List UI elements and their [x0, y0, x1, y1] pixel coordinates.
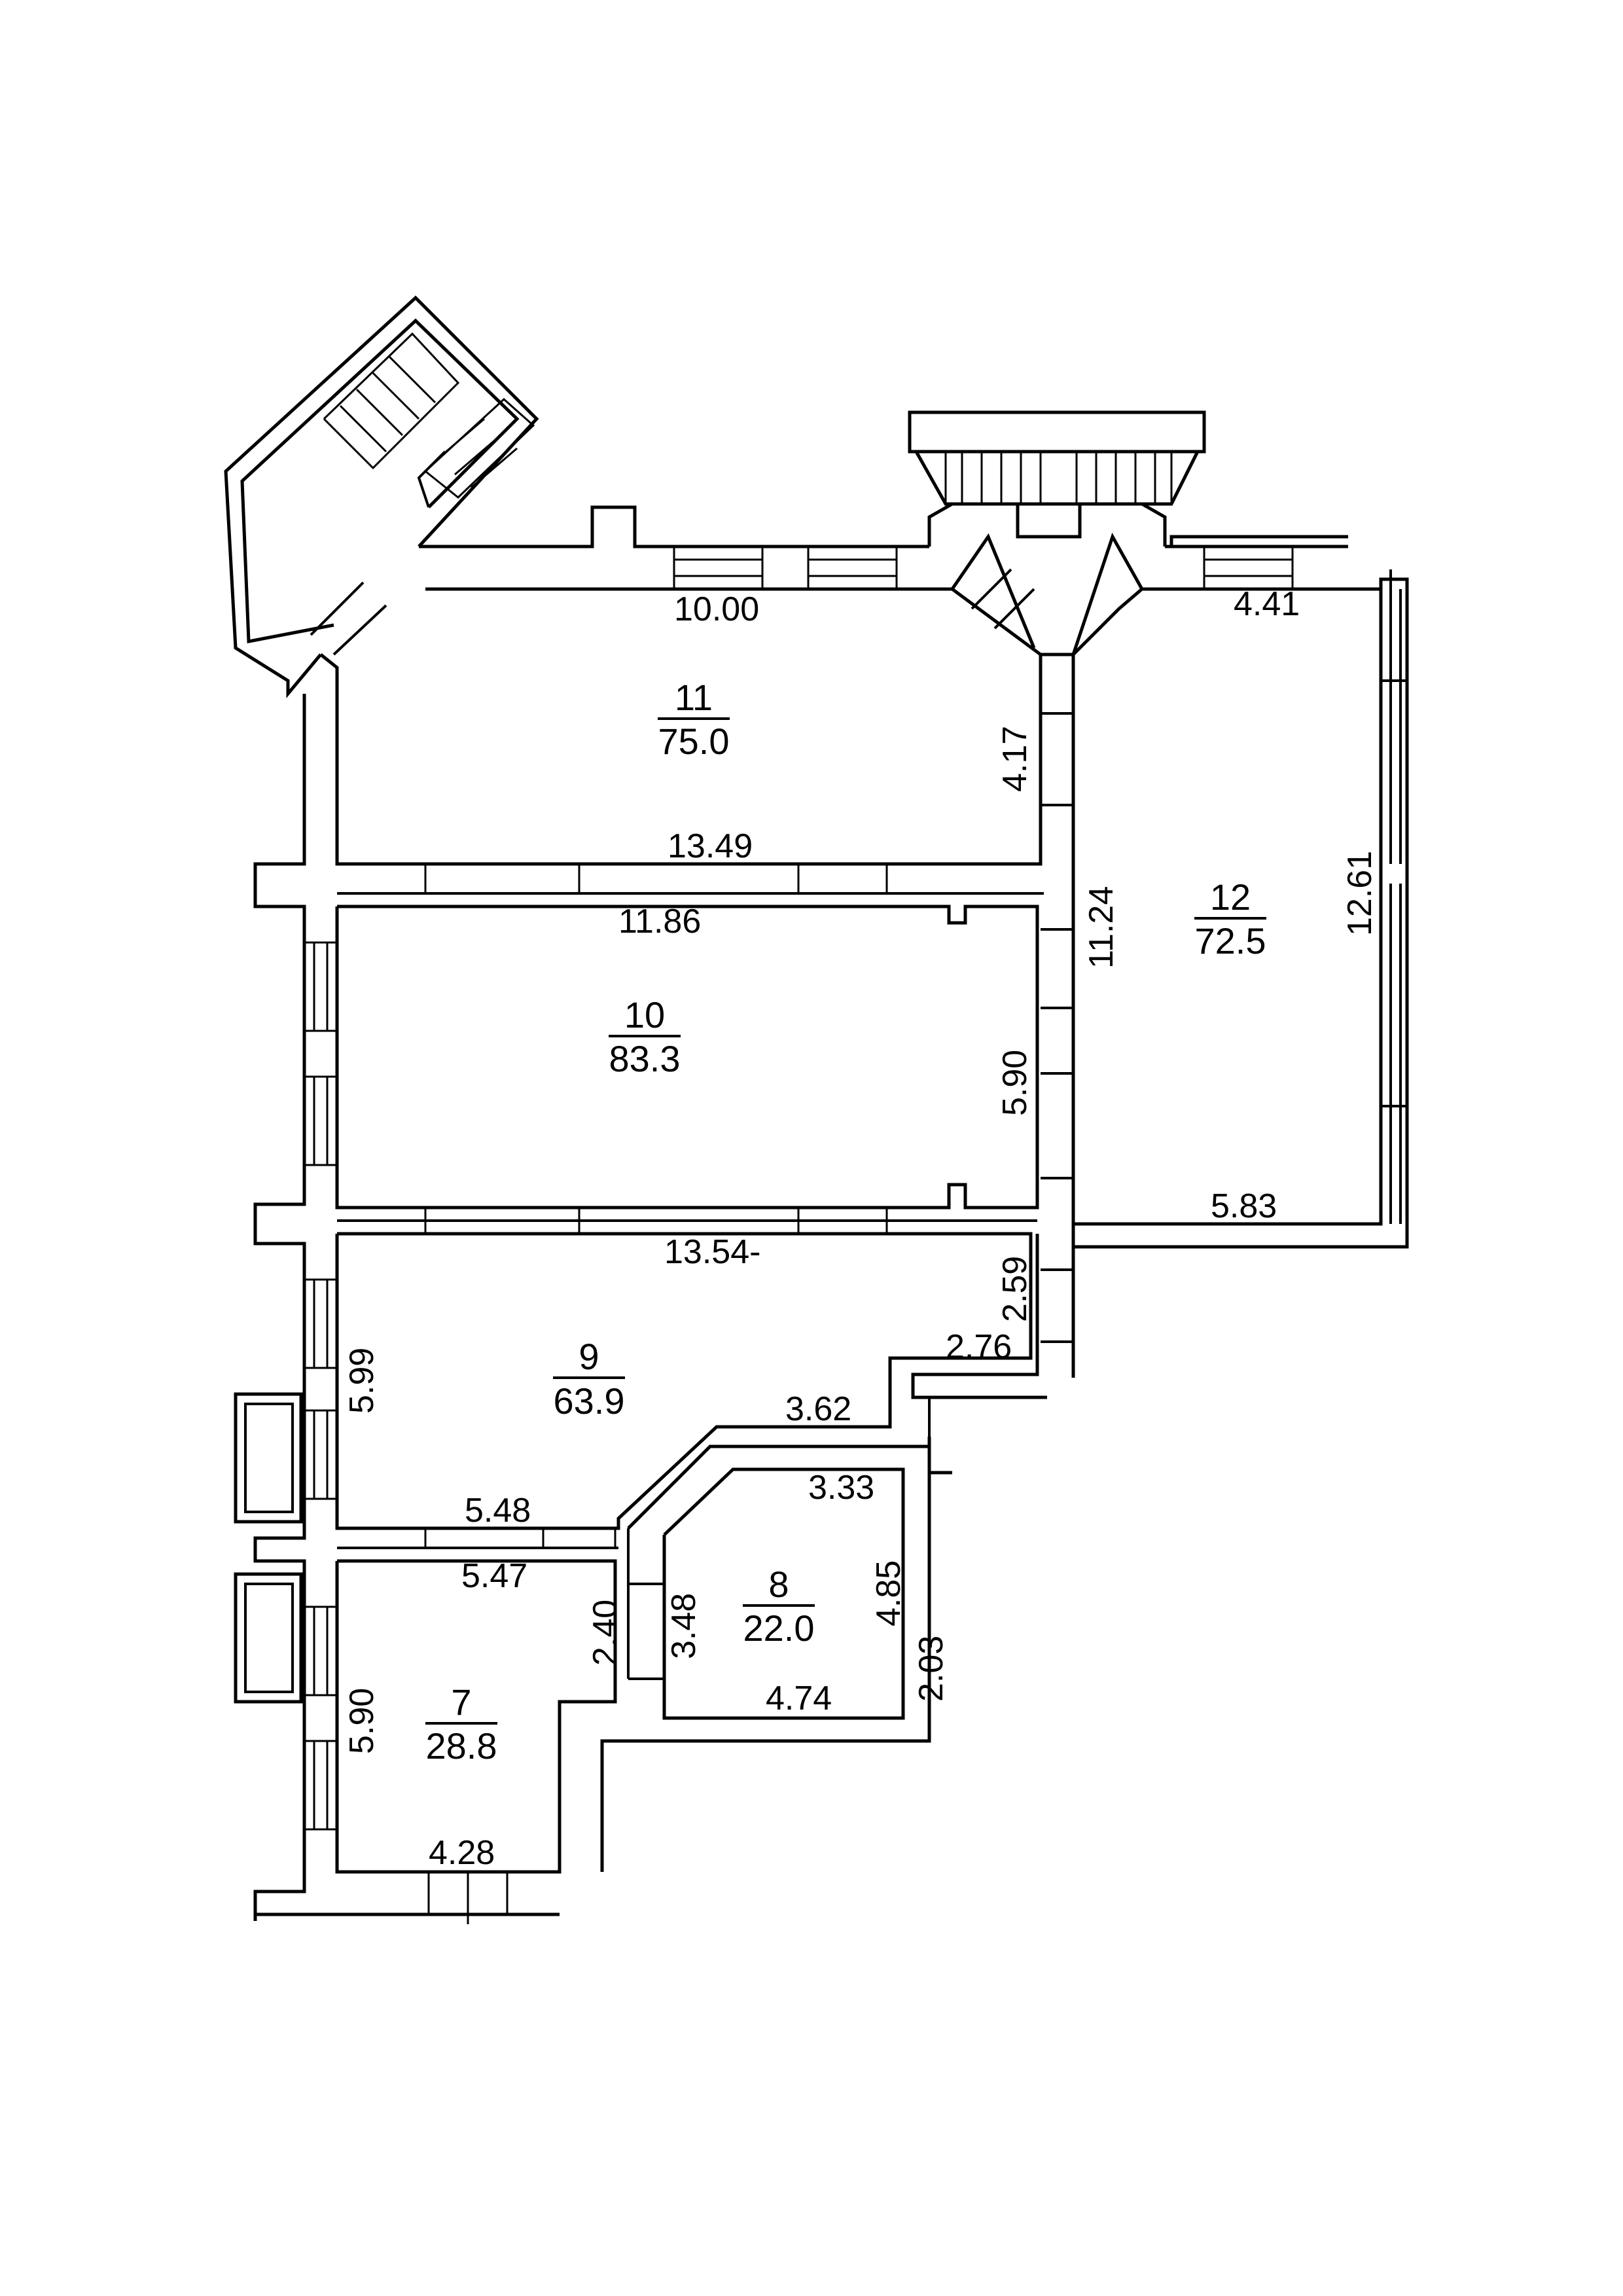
room-11-label: 11 75.0 — [658, 677, 730, 762]
dim-10-00: 10.00 — [674, 590, 759, 628]
room-8-label: 8 22.0 — [743, 1564, 815, 1649]
room-12-label: 12 72.5 — [1194, 876, 1266, 961]
dim-5-99: 5.99 — [343, 1348, 381, 1414]
dim-13-54: 13.54- — [664, 1233, 760, 1271]
room-10-label: 10 83.3 — [609, 994, 681, 1079]
svg-text:28.8: 28.8 — [426, 1725, 497, 1767]
staircase-entrance — [908, 410, 1206, 655]
dim-12-61: 12.61 — [1341, 851, 1379, 936]
dim-4-85: 4.85 — [870, 1560, 908, 1626]
room-9-label: 9 63.9 — [553, 1336, 625, 1422]
room-7-label: 7 28.8 — [425, 1681, 497, 1767]
dim-2-76: 2.76 — [946, 1328, 1012, 1366]
svg-text:72.5: 72.5 — [1195, 920, 1266, 961]
dimension-labels: 10.00 4.41 4.17 13.49 11.86 11.24 12.61 … — [343, 585, 1379, 1872]
svg-text:75.0: 75.0 — [658, 721, 730, 762]
dim-11-24: 11.24 — [1082, 886, 1120, 969]
dim-2-59: 2.59 — [996, 1256, 1034, 1322]
dim-2-03: 2.03 — [912, 1636, 950, 1702]
dim-3-48: 3.48 — [665, 1593, 703, 1659]
dim-5-90-a: 5.90 — [996, 1050, 1034, 1116]
dim-11-86: 11.86 — [618, 903, 701, 941]
svg-text:9: 9 — [579, 1336, 599, 1377]
svg-text:83.3: 83.3 — [609, 1038, 681, 1079]
dim-5-47: 5.47 — [461, 1557, 527, 1595]
dim-2-40: 2.40 — [586, 1600, 624, 1666]
dim-3-33: 3.33 — [808, 1469, 874, 1507]
dim-4-41: 4.41 — [1234, 585, 1300, 623]
svg-text:11: 11 — [675, 677, 713, 718]
svg-text:10: 10 — [624, 994, 665, 1035]
dim-3-62: 3.62 — [785, 1390, 851, 1428]
svg-text:7: 7 — [451, 1681, 471, 1723]
dim-4-74: 4.74 — [766, 1679, 832, 1717]
svg-text:63.9: 63.9 — [554, 1380, 625, 1422]
staircase-left — [224, 295, 539, 698]
dim-4-28: 4.28 — [429, 1834, 495, 1872]
svg-text:22.0: 22.0 — [743, 1607, 815, 1649]
walls — [253, 505, 1409, 1921]
dim-5-48: 5.48 — [465, 1492, 531, 1530]
room-labels: 11 75.0 12 72.5 10 83.3 9 63.9 8 22.0 7 … — [425, 677, 1266, 1767]
svg-text:12: 12 — [1210, 876, 1251, 918]
dim-5-83: 5.83 — [1211, 1187, 1277, 1225]
dim-4-17: 4.17 — [996, 726, 1034, 792]
svg-text:8: 8 — [768, 1564, 789, 1605]
dim-5-90-b: 5.90 — [343, 1688, 381, 1754]
dim-13-49: 13.49 — [668, 827, 753, 865]
windows — [234, 545, 1402, 1924]
